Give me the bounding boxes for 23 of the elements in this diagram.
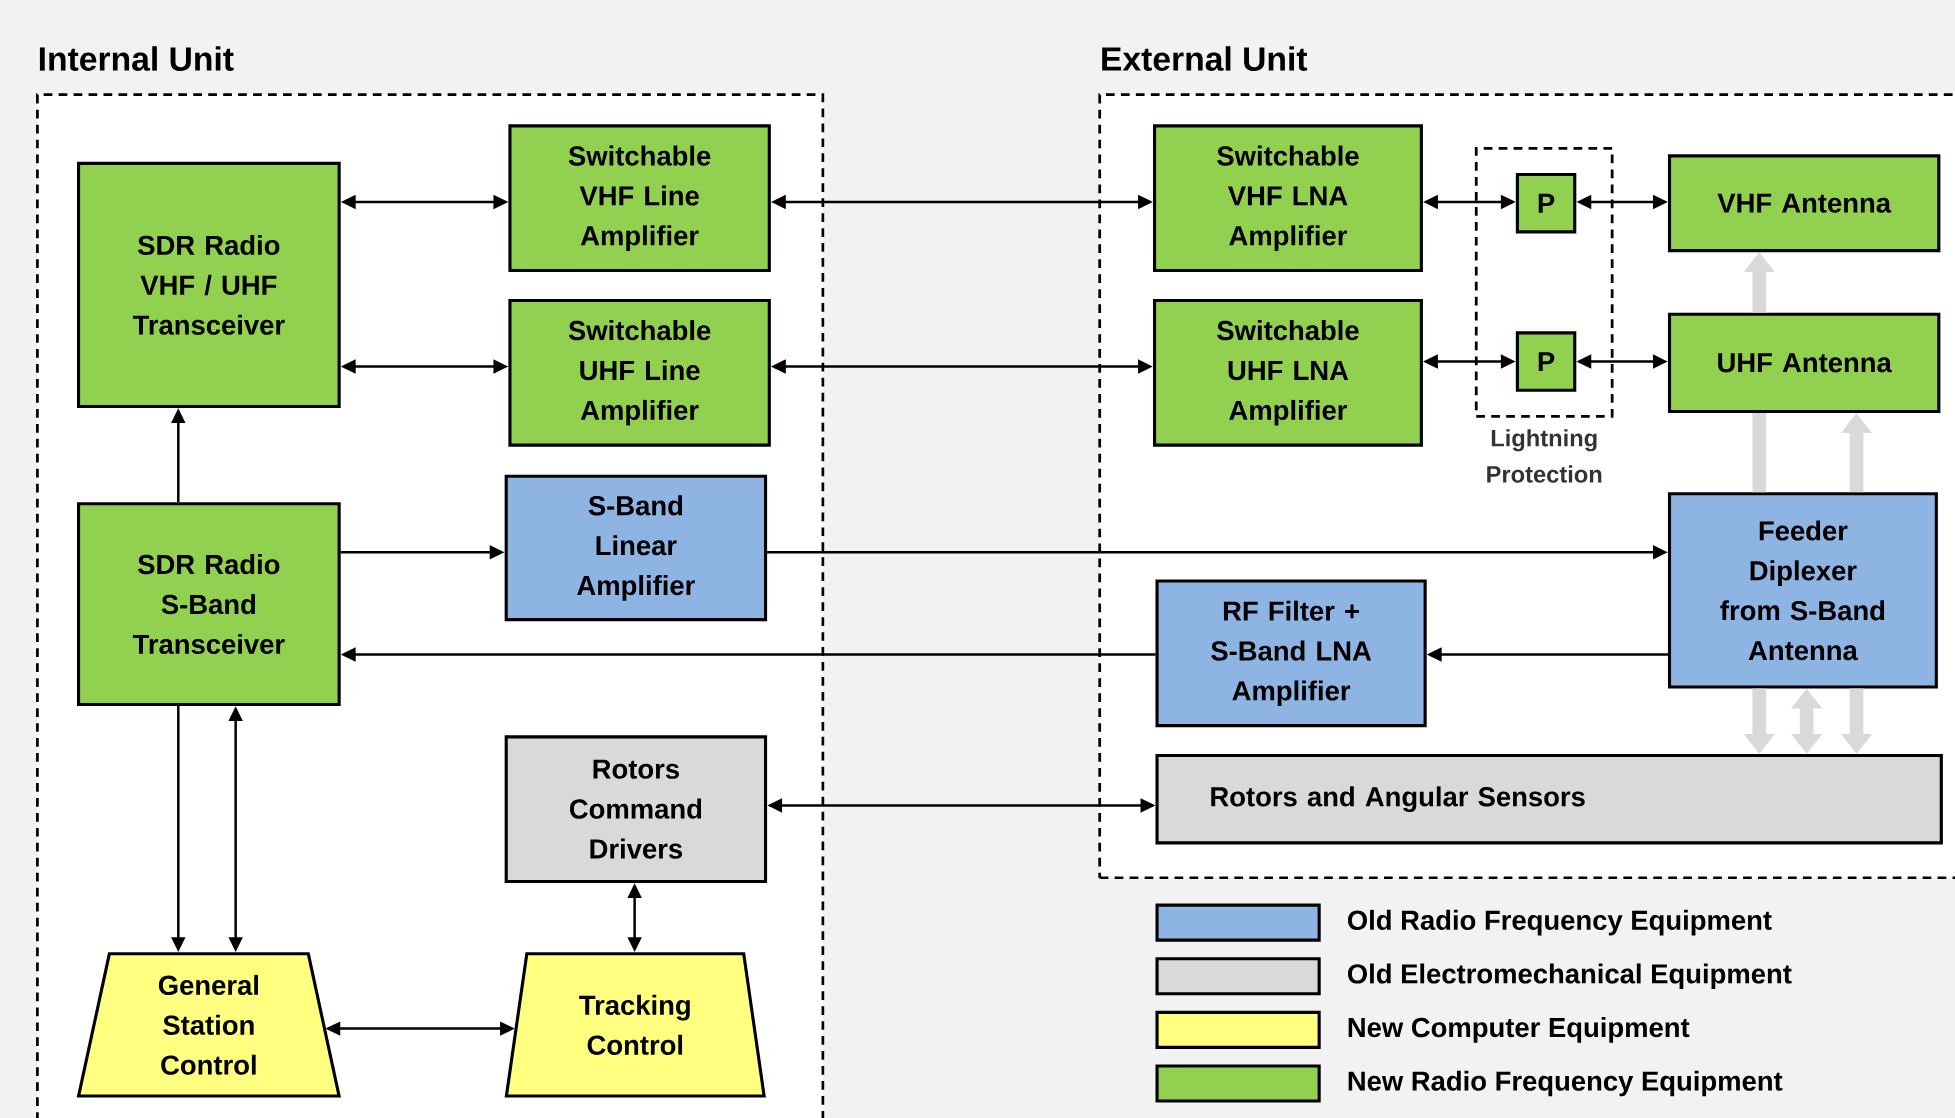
equipment-box: SDR Radio VHF / UHF Transceiver	[77, 161, 341, 408]
group-label: Lightning Protection	[1487, 428, 1602, 483]
legend-label: New Computer Equipment	[1348, 1016, 1690, 1043]
equipment-box: S-Band Linear Amplifier	[504, 474, 768, 622]
legend-label: Old Radio Frequency Equipment	[1347, 909, 1772, 936]
equipment-box: Switchable UHF LNA Amplifier	[1153, 298, 1423, 447]
equipment-box: SDR Radio S-Band Transceiver	[77, 501, 341, 706]
equipment-box: VHF Antenna	[1667, 154, 1941, 252]
equipment-box: UHF Antenna	[1667, 312, 1941, 413]
equipment-box: Feeder Diplexer from S-Band Antenna	[1667, 492, 1938, 689]
legend-label: New Radio Frequency Equipment	[1348, 1070, 1783, 1097]
equipment-box: P	[1515, 172, 1577, 234]
unit-heading: Internal Unit	[39, 46, 234, 71]
equipment-box: Switchable VHF Line Amplifier	[508, 124, 771, 272]
equipment-box: Rotors and Angular Sensors	[1155, 753, 1943, 845]
equipment-box: Switchable VHF LNA Amplifier	[1153, 124, 1423, 272]
legend-label: Old Electromechanical Equipment	[1347, 963, 1792, 989]
equipment-box: P	[1515, 331, 1577, 392]
equipment-box: RF Filter + S-Band LNA Amplifier	[1155, 579, 1427, 727]
trapezoid-box: Tracking Control	[504, 952, 766, 1098]
equipment-box: Switchable UHF Line Amplifier	[508, 298, 771, 447]
equipment-box: Rotors Command Drivers	[504, 735, 768, 883]
unit-heading: External Unit	[1102, 46, 1308, 71]
